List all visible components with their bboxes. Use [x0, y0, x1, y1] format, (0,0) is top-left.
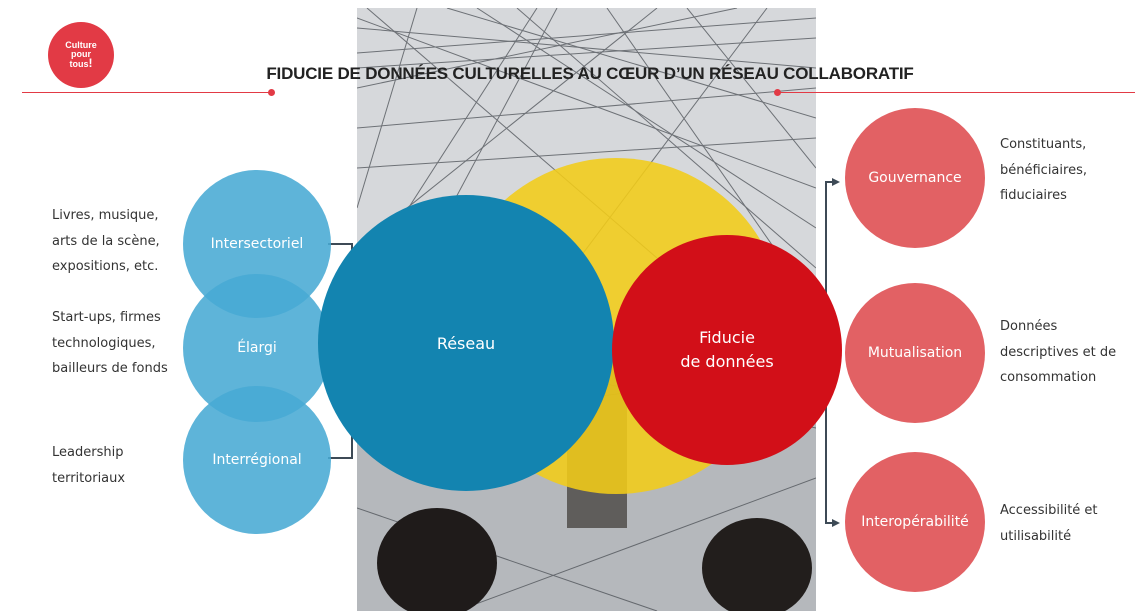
desc-interregional: Leadership territoriaux [52, 445, 126, 486]
desc-gouvernance: Constituants, bénéficiaires, fiduciaires [1000, 137, 1087, 203]
desc-interoperabilite: Accessibilité et utilisabilité [1000, 503, 1098, 544]
title-rule-left [22, 92, 272, 93]
circle-reseau: Réseau [318, 195, 614, 491]
desc-elargi: Start-ups, firmes technologiques, baille… [52, 310, 168, 376]
desc-intersectoriel: Livres, musique, arts de la scène, expos… [52, 208, 160, 274]
desc-mutualisation: Données descriptives et de consommation [1000, 319, 1117, 385]
culture-pour-tous-logo: Culture pour tous! [48, 22, 114, 88]
circle-mutualisation: Mutualisation [845, 283, 985, 423]
circle-gouvernance: Gouvernance [845, 108, 985, 248]
title-rule-dot-right [774, 89, 781, 96]
title-rule-right [779, 92, 1135, 93]
page-title: FIDUCIE DE DONNÉES CULTURELLES AU CŒUR D… [266, 64, 914, 83]
circle-interoperabilite: Interopérabilité [845, 452, 985, 592]
title-rule-dot-left [268, 89, 275, 96]
circle-fiducie-de-donnees: Fiducie de données [612, 235, 842, 465]
circle-interregional: Interrégional [183, 386, 331, 534]
